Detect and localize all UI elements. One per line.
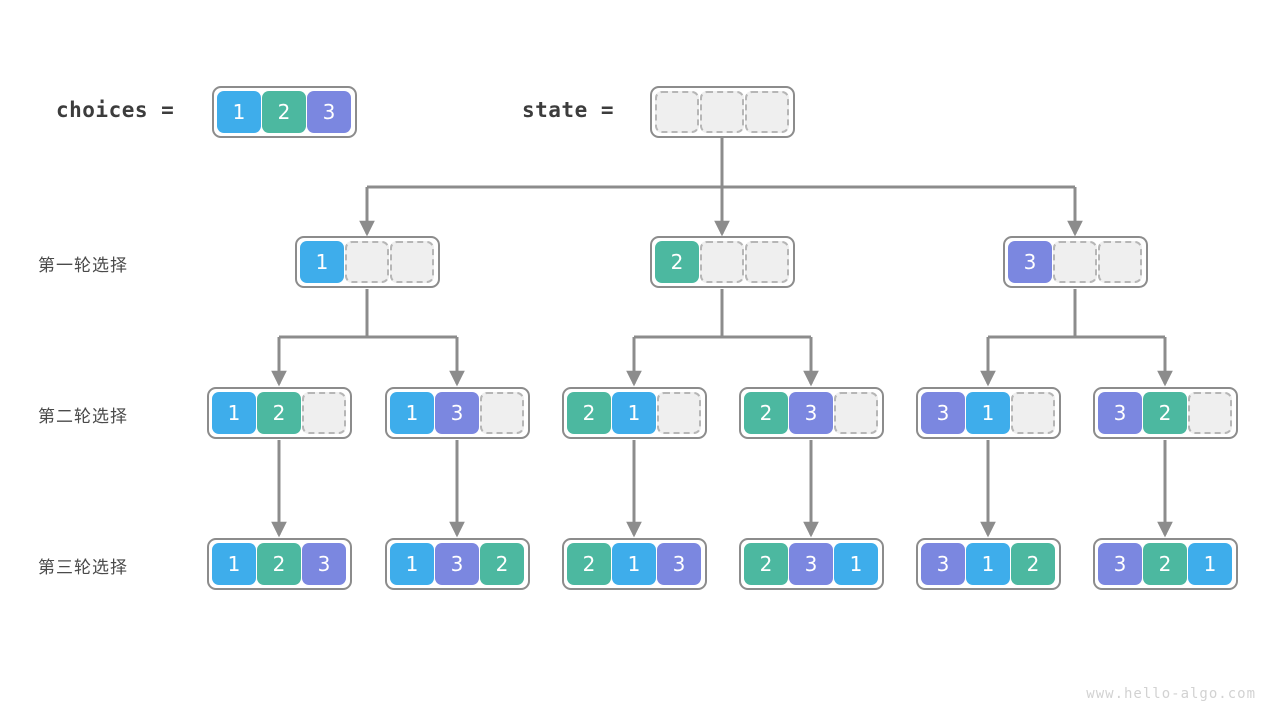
array-cell-filled: 1: [300, 241, 344, 283]
array-cell-empty: [655, 91, 699, 133]
array-cell-filled: 2: [257, 392, 301, 434]
array-cell-empty: [302, 392, 346, 434]
array-cell-filled: 3: [921, 392, 965, 434]
array-cell-empty: [345, 241, 389, 283]
array-cell-filled: 2: [1143, 392, 1187, 434]
array-cell-filled: 1: [612, 392, 656, 434]
array-cell-filled: 1: [612, 543, 656, 585]
array-cell-filled: 3: [302, 543, 346, 585]
array-cell-filled: 1: [390, 392, 434, 434]
round1-node-3: 3: [1003, 236, 1148, 288]
array-cell-filled: 3: [1098, 543, 1142, 585]
array-cell-filled: 1: [212, 543, 256, 585]
array-cell-empty: [745, 241, 789, 283]
array-cell-filled: 2: [480, 543, 524, 585]
array-cell-empty: [1011, 392, 1055, 434]
array-cell-filled: 2: [655, 241, 699, 283]
array-cell-empty: [657, 392, 701, 434]
round1-node-2: 2: [650, 236, 795, 288]
row-label-round-3: 第三轮选择: [38, 558, 128, 578]
array-cell-empty: [745, 91, 789, 133]
array-cell-filled: 3: [435, 392, 479, 434]
array-cell-empty: [700, 91, 744, 133]
array-cell-empty: [1098, 241, 1142, 283]
array-cell-filled: 1: [390, 543, 434, 585]
array-cell-filled: 1: [966, 543, 1010, 585]
array-cell-filled: 2: [567, 392, 611, 434]
state-label: state =: [522, 98, 615, 122]
array-cell-filled: 3: [921, 543, 965, 585]
watermark: www.hello-algo.com: [1086, 686, 1256, 702]
round1-node-1: 1: [295, 236, 440, 288]
array-cell-empty: [834, 392, 878, 434]
array-cell-filled: 1: [834, 543, 878, 585]
array-cell-filled: 3: [307, 91, 351, 133]
array-cell-filled: 1: [966, 392, 1010, 434]
choices-label: choices =: [56, 98, 175, 122]
array-cell-filled: 3: [789, 392, 833, 434]
array-cell-empty: [480, 392, 524, 434]
array-cell-filled: 3: [435, 543, 479, 585]
array-cell-filled: 2: [257, 543, 301, 585]
array-cell-filled: 3: [789, 543, 833, 585]
array-cell-filled: 2: [744, 543, 788, 585]
array-cell-filled: 1: [217, 91, 261, 133]
array-cell-empty: [700, 241, 744, 283]
array-cell-filled: 2: [744, 392, 788, 434]
array-cell-filled: 3: [1098, 392, 1142, 434]
row-label-round-2: 第二轮选择: [38, 407, 128, 427]
array-cell-filled: 2: [1011, 543, 1055, 585]
row-label-round-1: 第一轮选择: [38, 256, 128, 276]
array-cell-filled: 1: [212, 392, 256, 434]
array-cell-filled: 2: [1143, 543, 1187, 585]
array-cell-filled: 2: [262, 91, 306, 133]
array-cell-empty: [1053, 241, 1097, 283]
array-cell-filled: 1: [1188, 543, 1232, 585]
array-cell-filled: 2: [567, 543, 611, 585]
state-array: [650, 86, 795, 138]
array-cell-empty: [1188, 392, 1232, 434]
array-cell-filled: 3: [1008, 241, 1052, 283]
array-cell-filled: 3: [657, 543, 701, 585]
array-cell-empty: [390, 241, 434, 283]
